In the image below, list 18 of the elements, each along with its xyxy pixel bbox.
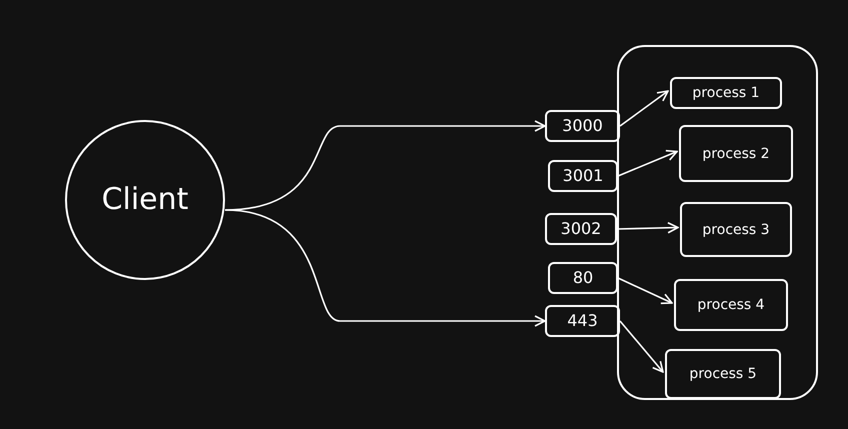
- port-box: 3000: [545, 110, 620, 142]
- arrow: [618, 150, 678, 177]
- port-box: 3001: [548, 160, 618, 192]
- arrow: [619, 320, 664, 373]
- port-box: 3002: [545, 213, 617, 245]
- process-box: process 5: [665, 349, 781, 399]
- process-box: process 2: [679, 125, 793, 182]
- arrow: [616, 222, 679, 234]
- arrow: [224, 120, 546, 211]
- arrow: [224, 209, 546, 327]
- arrow: [620, 90, 669, 127]
- process-box: process 3: [680, 202, 792, 257]
- arrow: [618, 277, 673, 304]
- process-box: process 4: [674, 279, 788, 331]
- server-container: [617, 45, 818, 400]
- port-box: 80: [548, 262, 618, 294]
- process-box: process 1: [670, 77, 782, 109]
- port-box: 443: [545, 305, 620, 337]
